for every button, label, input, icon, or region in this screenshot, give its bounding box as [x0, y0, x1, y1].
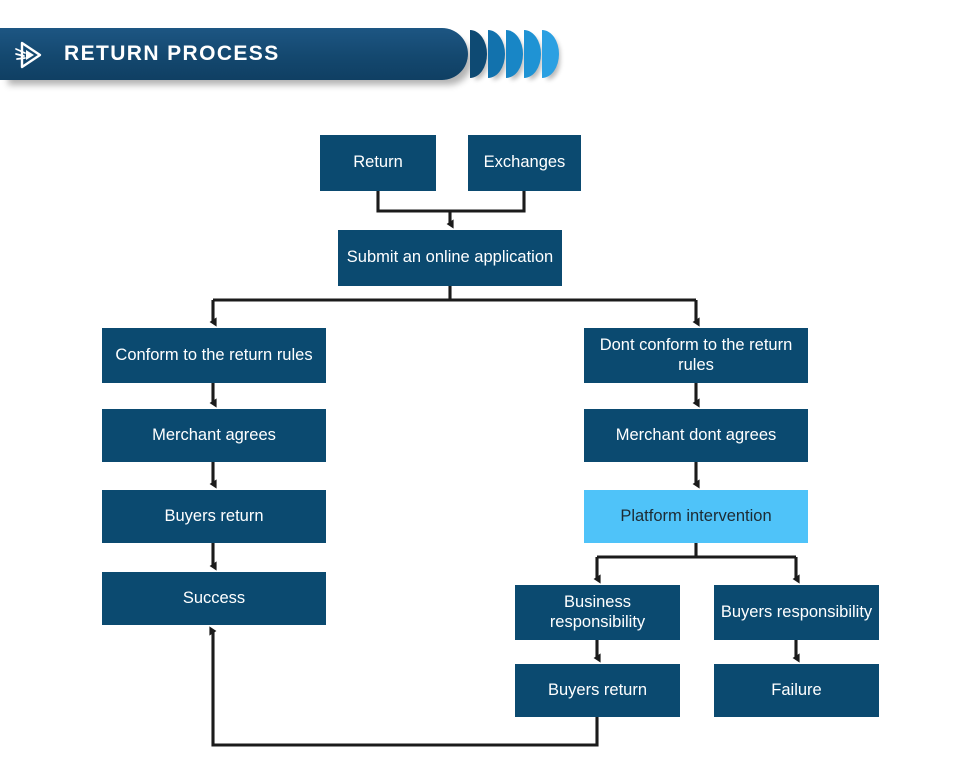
node-buyers-return-bottom[interactable]: Buyers return	[515, 664, 680, 717]
node-conform-to-the-return-rules[interactable]: Conform to the return rules	[102, 328, 326, 383]
header-bar	[0, 28, 468, 80]
node-business-responsibility[interactable]: Business responsibility	[515, 585, 680, 640]
node-buyers-responsibility[interactable]: Buyers responsibility	[714, 585, 879, 640]
edge-submit-split	[213, 286, 696, 302]
node-failure[interactable]: Failure	[714, 664, 879, 717]
node-buyers-return-left[interactable]: Buyers return	[102, 490, 326, 543]
node-submit-an-online-application[interactable]: Submit an online application	[338, 230, 562, 286]
header-arc-4	[524, 30, 541, 78]
node-dont-conform-to-the-return-rules[interactable]: Dont conform to the return rules	[584, 328, 808, 383]
node-platform-intervention[interactable]: Platform intervention	[584, 490, 808, 543]
header-arc-2	[488, 30, 505, 78]
node-merchant-agrees[interactable]: Merchant agrees	[102, 409, 326, 462]
edge-platform-split	[597, 543, 796, 559]
node-return[interactable]: Return	[320, 135, 436, 191]
header-arc-3	[506, 30, 523, 78]
edge-exchanges-to-submit	[450, 191, 526, 213]
edge-return-to-submit	[376, 191, 450, 213]
page-title: RETURN PROCESS	[64, 42, 280, 65]
header-arc-1	[470, 30, 487, 78]
node-success[interactable]: Success	[102, 572, 326, 625]
header-arc-5	[542, 30, 559, 78]
node-merchant-dont-agrees[interactable]: Merchant dont agrees	[584, 409, 808, 462]
header-banner: RETURN PROCESS	[0, 28, 468, 80]
play-triangle-logo-icon	[14, 40, 44, 70]
node-exchanges[interactable]: Exchanges	[468, 135, 581, 191]
